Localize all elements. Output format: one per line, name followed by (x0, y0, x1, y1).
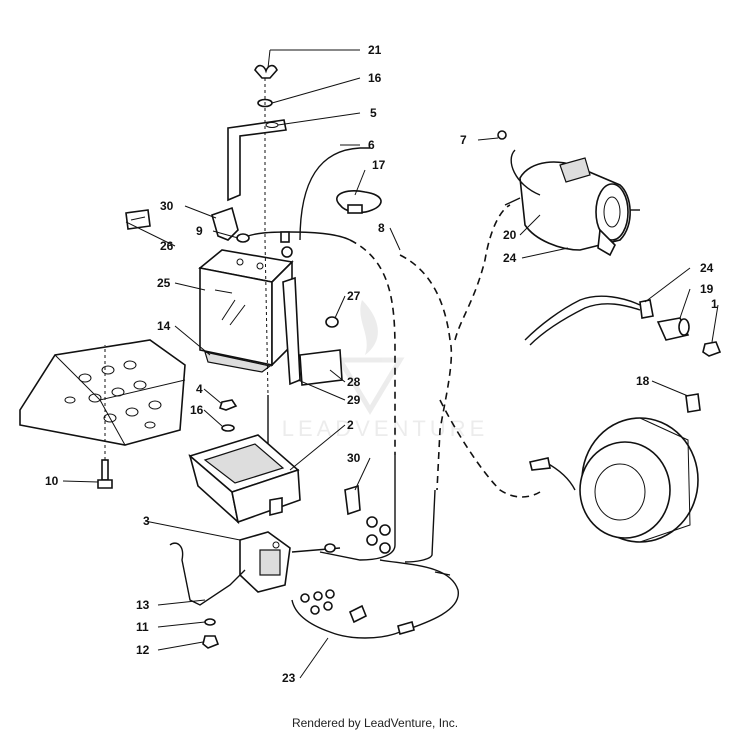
callout-9: 9 (196, 224, 203, 238)
part-washer-16 (221, 424, 235, 432)
callout-17: 17 (372, 158, 386, 172)
callout-29: 29 (347, 393, 361, 407)
callout-23: 23 (282, 671, 296, 685)
part-nut-1 (702, 341, 722, 357)
cable-dashed-battery (349, 239, 396, 455)
part-clamp-strap (336, 190, 382, 214)
part-ignition-switch (656, 317, 690, 341)
callout-30-upper: 30 (160, 199, 174, 213)
callout-4: 4 (196, 382, 203, 396)
part-battery-tray (188, 434, 301, 525)
part-magneto-housing (579, 417, 699, 543)
callout-11: 11 (136, 620, 149, 634)
callout-2: 2 (347, 418, 354, 432)
cable-ground (404, 489, 436, 563)
watermark: LEADVENTURE (282, 300, 489, 441)
footer-credit: Rendered by LeadVenture, Inc. (291, 716, 459, 730)
part-terminal-cap-lower (344, 484, 361, 516)
callout-18: 18 (636, 374, 650, 388)
cable-dashed-starter (399, 254, 453, 491)
part-mount-rod (169, 542, 246, 606)
part-hardware-group (300, 516, 391, 624)
part-terminal-cap-upper (211, 206, 239, 241)
callout-1: 1 (711, 297, 718, 311)
part-starter-motor (519, 157, 640, 257)
callout-19: 19 (700, 282, 714, 296)
callout-3: 3 (143, 514, 150, 528)
part-battery (198, 249, 294, 367)
callout-5: 5 (370, 106, 377, 120)
cable-starter-lead (510, 149, 541, 196)
part-battery-cable (239, 231, 351, 241)
callout-12: 12 (136, 643, 150, 657)
part-nut-7 (497, 130, 507, 140)
callout-24-ignition: 24 (700, 261, 714, 275)
watermark-text: LEADVENTURE (282, 416, 489, 441)
callout-16-upper: 16 (368, 71, 382, 85)
callout-28: 28 (347, 375, 361, 389)
part-battery-pad (204, 351, 272, 373)
callout-24-starter: 24 (503, 251, 517, 265)
part-solenoid (239, 531, 291, 593)
part-ignition-cable (524, 295, 641, 341)
part-clip (325, 316, 339, 328)
part-decal-large (299, 349, 343, 386)
part-washer-11 (204, 618, 216, 626)
callout-21: 21 (368, 43, 382, 57)
part-frame-section (19, 339, 186, 446)
callout-8: 8 (378, 221, 385, 235)
part-wing-nut (254, 64, 278, 79)
callout-13: 13 (136, 598, 150, 612)
part-battery-strap (282, 276, 301, 386)
part-bolt-10 (97, 459, 113, 489)
watermark-flame-icon (360, 300, 378, 355)
callout-6: 6 (368, 138, 375, 152)
callout-26: 26 (160, 239, 174, 253)
callout-7: 7 (460, 133, 467, 147)
part-nut-12 (202, 635, 220, 649)
callout-25: 25 (157, 276, 171, 290)
callout-20: 20 (503, 228, 517, 242)
callout-16-lower: 16 (190, 403, 204, 417)
part-decal-18 (685, 393, 701, 413)
callout-10: 10 (45, 474, 59, 488)
part-battery-cable-loop (299, 147, 370, 241)
callout-14: 14 (157, 319, 171, 333)
callout-27: 27 (347, 289, 361, 303)
watermark-v-icon (335, 357, 405, 415)
part-nut-4 (218, 399, 238, 411)
part-decal-small (125, 209, 151, 230)
leader-lines (62, 49, 719, 679)
callout-labels: 21 16 5 6 7 17 30 8 9 26 20 24 25 27 24 … (45, 43, 718, 685)
callout-30-lower: 30 (347, 451, 361, 465)
part-hold-down-bracket (227, 119, 287, 202)
